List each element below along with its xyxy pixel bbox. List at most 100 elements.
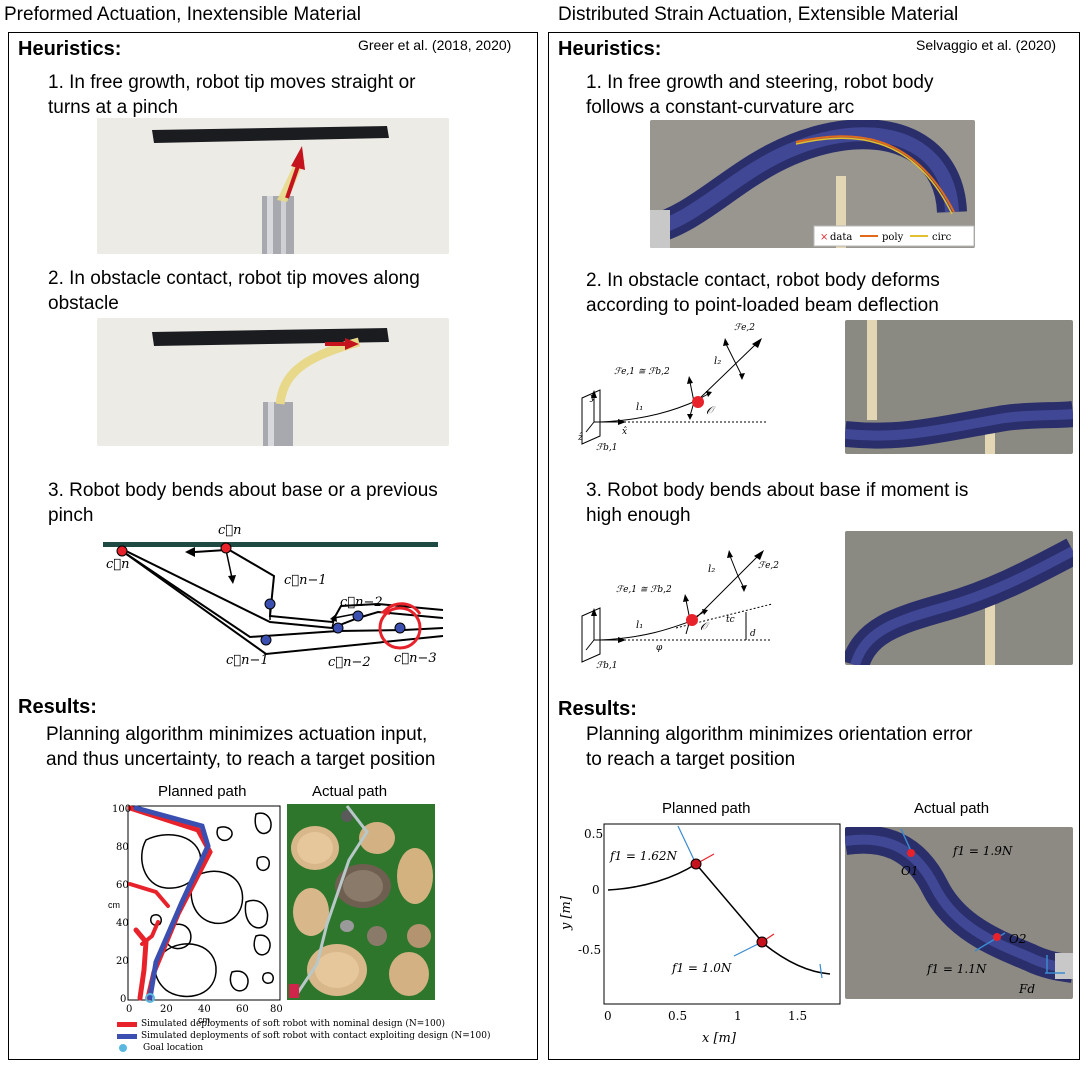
contact-point-2 — [686, 614, 698, 626]
tip-arrow — [194, 549, 227, 553]
right-column-title: Distributed Strain Actuation, Extensible… — [558, 4, 959, 25]
free-growth-photo — [97, 118, 449, 254]
right-planned-title: Planned path — [662, 800, 751, 817]
o1-point — [907, 849, 915, 857]
beam-deflection-photo-2 — [845, 531, 1073, 665]
left-planned-path-plot: 100 80 60 40 20 0 cm 0 20 40 60 80 cm — [108, 804, 283, 1025]
poly-fit — [795, 135, 955, 213]
svg-text:𝒪: 𝒪 — [700, 620, 710, 633]
x-tick-40: 40 — [198, 1004, 211, 1015]
svg-text:l₁: l₁ — [636, 402, 643, 413]
left-results-line2: and thus uncertainty, to reach a target … — [46, 749, 436, 770]
robot-actual-path — [295, 805, 369, 995]
right-item-2: 2. In obstacle contact, robot body defor… — [586, 268, 940, 318]
constant-curvature-photo: × data poly circ — [650, 120, 975, 248]
svg-text:tc: tc — [726, 615, 735, 625]
right-item-1: 1. In free growth and steering, robot bo… — [586, 70, 934, 120]
left-item-3-line2: pinch — [48, 505, 94, 526]
label-cn2-bottom: c⃗n−2 — [328, 655, 371, 670]
y-tick-80: 80 — [116, 842, 129, 853]
y-axis-label: y [m] — [559, 895, 574, 931]
o1-label: O1 — [901, 864, 918, 878]
left-item-1: 1. In free growth, robot tip moves strai… — [48, 70, 416, 120]
right-citation: Selvaggio et al. (2020) — [916, 37, 1057, 53]
pinch-dot-1 — [264, 598, 276, 610]
right-results-line1: Planning algorithm minimizes orientation… — [586, 724, 973, 745]
y-tick-100: 100 — [112, 804, 131, 815]
o2-label: O2 — [1009, 932, 1026, 946]
contact-point — [692, 396, 704, 408]
x-axis-label: x [m] — [702, 1031, 737, 1046]
obstacle-contact-photo — [97, 318, 449, 446]
svg-text:l₂: l₂ — [708, 564, 715, 575]
right-item-1-line2: follows a constant-curvature arc — [586, 97, 855, 118]
pinch-dot-left — [116, 545, 128, 557]
label-cn3: c⃗n−3 — [394, 651, 437, 666]
contact-point-a — [690, 858, 702, 870]
y-tick-neg0.5: -0.5 — [578, 943, 601, 957]
y-ticks: 100 80 60 40 20 0 — [112, 804, 131, 1005]
x-ticks-right: 0 0.5 1 1.5 — [604, 1009, 807, 1023]
y-tick-40: 40 — [116, 918, 129, 929]
tip-arrow-head — [185, 547, 195, 557]
actual-f2-label: f1 = 1.1N — [926, 962, 987, 976]
legend-label-nominal: Simulated deployments of soft robot with… — [141, 1019, 446, 1029]
left-item-3: 3. Robot body bends about base or a prev… — [48, 478, 438, 528]
left-actual-title: Actual path — [312, 783, 388, 800]
label-cn1-bottom: c⃗n−1 — [226, 653, 269, 668]
right-item-2-line1: 2. In obstacle contact, robot body defor… — [586, 270, 940, 291]
svg-text:l₂: l₂ — [714, 356, 721, 367]
legend-item-nominal: Simulated deployments of soft robot with… — [117, 1018, 490, 1030]
svg-text:ℱe,1 ≅ ℱb,2: ℱe,1 ≅ ℱb,2 — [614, 367, 670, 377]
goal-location-marker — [145, 993, 155, 1003]
svg-text:d: d — [750, 629, 756, 639]
x-tick-20: 20 — [160, 1004, 173, 1015]
right-planned-path-plot: f1 = 1.62N f1 = 1.0N 0.5 0 -0.5 0 0.5 1 … — [559, 823, 841, 1046]
f-label-2: f1 = 1.0N — [671, 961, 732, 975]
post — [836, 176, 846, 248]
plot-frame-right — [603, 823, 841, 1005]
svg-text:l₁: l₁ — [636, 620, 643, 631]
label-cn-top: c⃗n — [218, 523, 241, 538]
right-results-line2: to reach a target position — [586, 749, 796, 770]
deployment-paths — [127, 805, 213, 1001]
x-tick-60: 60 — [236, 1004, 249, 1015]
legend-label-goal: Goal location — [143, 1043, 204, 1053]
y-tick-20: 20 — [116, 956, 129, 967]
left-panel — [8, 32, 538, 1060]
wood-slices — [291, 810, 433, 996]
y-tick-0: 0 — [592, 883, 600, 897]
right-item-3: 3. Robot body bends about base if moment… — [586, 478, 968, 528]
right-item-2-line2: according to point-loaded beam deflectio… — [586, 295, 939, 316]
left-column-title: Preformed Actuation, Inextensible Materi… — [4, 4, 361, 25]
left-results-line1: Planning algorithm minimizes actuation i… — [46, 724, 428, 745]
svg-text:φ: φ — [656, 643, 663, 653]
left-results-text: Planning algorithm minimizes actuation i… — [46, 722, 435, 772]
right-results-header: Results: — [558, 698, 637, 720]
x-tick-0.5: 0.5 — [668, 1009, 687, 1023]
contact-point-b — [756, 936, 768, 948]
svg-text:×: × — [820, 232, 828, 243]
left-item-3-line1: 3. Robot body bends about base or a prev… — [48, 480, 438, 501]
x-tick-0: 0 — [604, 1009, 612, 1023]
legend-swatch-blue — [117, 1033, 137, 1039]
svg-text:ℱb,1: ℱb,1 — [596, 661, 617, 671]
left-heuristics-header: Heuristics: — [18, 38, 122, 60]
left-item-1-line2: turns at a pinch — [48, 97, 178, 118]
right-actual-path-photo: f1 = 1.9N f1 = 1.1N O1 O2 Fd — [845, 827, 1073, 999]
robot-base — [289, 984, 299, 998]
left-planned-title: Planned path — [158, 783, 247, 800]
legend-label-contact: Simulated deployments of soft robot with… — [141, 1031, 491, 1041]
right-heuristics-header: Heuristics: — [558, 38, 662, 60]
right-actual-title: Actual path — [914, 800, 990, 817]
left-actual-path-photo — [287, 804, 435, 1000]
beam-deflection-diagram-2: 𝒪 l₁ l₂ ℱe,1 ≅ ℱb,2 ℱe,2 ℱb,1 tc d φ — [581, 550, 779, 671]
pinch-dot-5 — [394, 622, 406, 634]
pinch-dot-2 — [260, 634, 272, 646]
obstacle-wall — [103, 542, 438, 547]
right-item-3-line2: high enough — [586, 505, 691, 526]
svg-text:ẑ: ẑ — [577, 432, 583, 443]
y-tick-0: 0 — [120, 994, 126, 1005]
legend-item-goal: Goal location — [117, 1042, 490, 1054]
x-tick-1.5: 1.5 — [788, 1009, 807, 1023]
